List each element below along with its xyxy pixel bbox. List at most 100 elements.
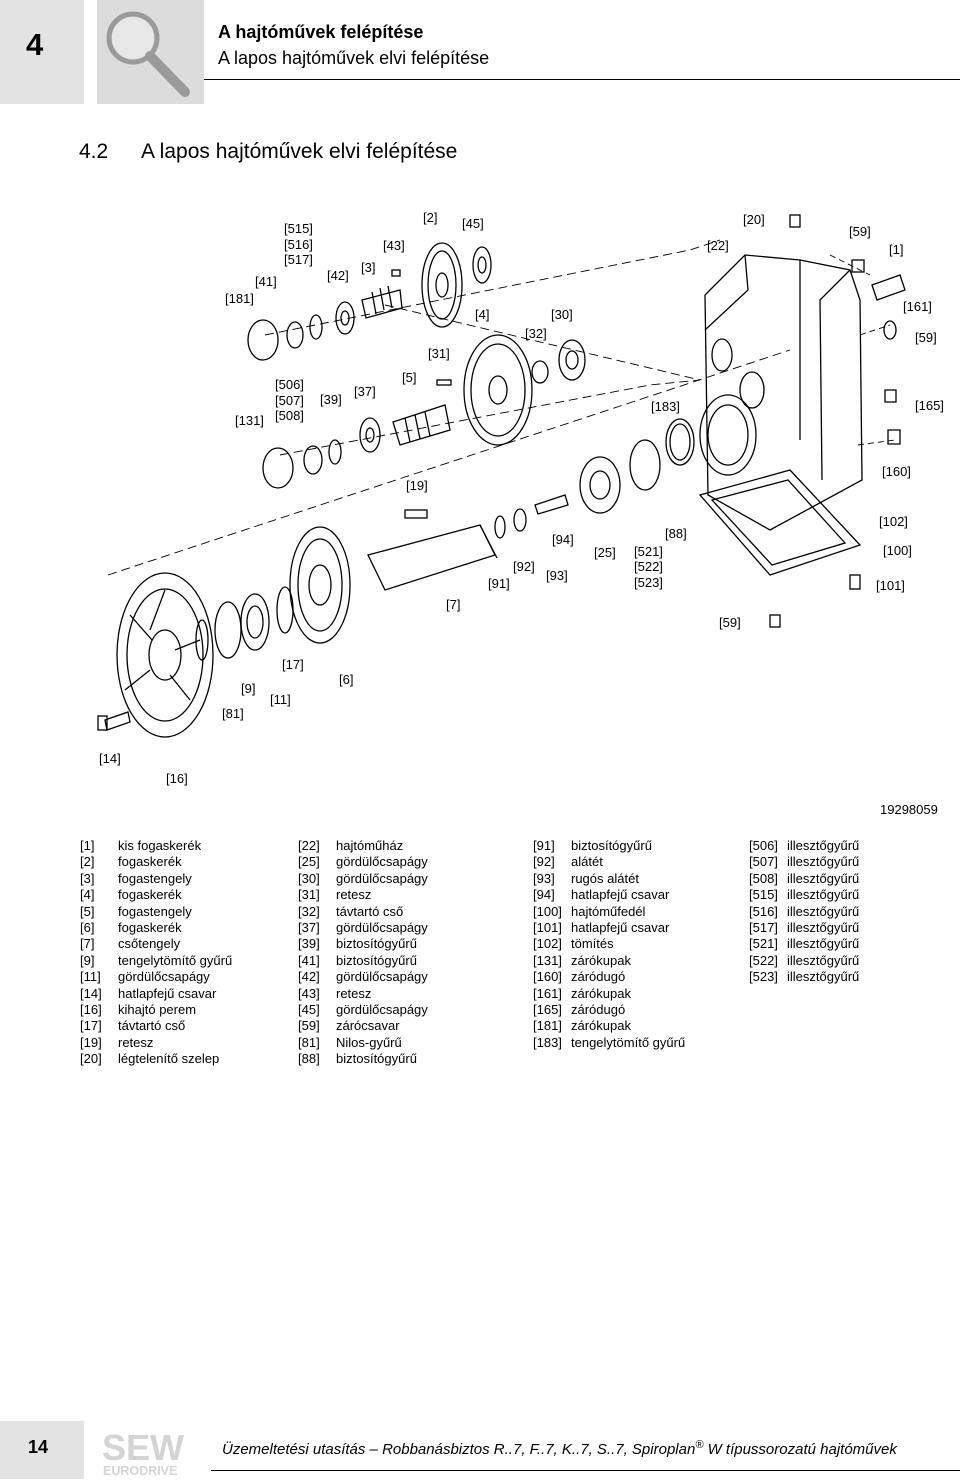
legend-text: kis fogaskerék xyxy=(118,838,202,853)
legend-row: [94]hatlapfejű csavar xyxy=(533,887,685,903)
legend-code: [507] xyxy=(749,854,778,870)
legend-row: [508]illesztőgyűrű xyxy=(749,871,859,887)
legend-row: [37]gördülőcsapágy xyxy=(298,920,428,936)
legend-column-1: [1] kis fogaskerék [2] fogaskerék [3] fogas… xyxy=(80,838,232,1067)
legend-code: [88] xyxy=(298,1051,320,1067)
callout-31: [31] xyxy=(428,346,450,361)
legend-code: [131] xyxy=(533,952,562,968)
legend-code: [20] xyxy=(80,1051,102,1067)
page-title: A hajtóművek felépítése xyxy=(218,22,424,42)
chapter-tab xyxy=(0,0,84,104)
legend-text: hajtóműház xyxy=(336,838,404,853)
legend-code: [161] xyxy=(533,985,562,1001)
callout-14: [14] xyxy=(99,751,121,766)
legend-code: [515] xyxy=(749,887,778,903)
legend-text: illesztőgyűrű xyxy=(787,838,860,853)
page-subtitle: A lapos hajtóművek elvi felépítése xyxy=(218,48,490,68)
legend-text: gördülőcsapágy xyxy=(336,919,428,935)
legend-row: [93]rugós alátét xyxy=(533,871,685,887)
legend-code: [516] xyxy=(749,903,778,919)
legend-text: záródugó xyxy=(571,1001,626,1017)
legend-text: biztosítógyűrű xyxy=(336,936,417,952)
legend-text: csőtengely xyxy=(118,936,181,952)
callout-41: [41] xyxy=(255,274,277,289)
legend-text: fogaskerék xyxy=(118,854,182,870)
legend-row: [39]biztosítógyűrű xyxy=(298,936,428,952)
legend-column-4: [506] illesztőgyűrű [507] illesztőgyűrű [5… xyxy=(749,838,859,986)
legend-text: gördülőcsapágy xyxy=(336,969,428,985)
callout-165: [165] xyxy=(915,398,944,413)
legend-text: hatlapfejű csavar xyxy=(571,887,670,903)
legend-code: [165] xyxy=(533,1001,562,1017)
legend-row: [20]légtelenítő szelep xyxy=(80,1051,232,1067)
legend-code: [3] xyxy=(80,870,95,886)
legend-code: [6] xyxy=(80,919,95,935)
callout-16: [16] xyxy=(166,771,188,786)
legend-code: [506] xyxy=(749,838,778,853)
sew-eurodrive-logo: SEW EURODRIVE xyxy=(100,1426,210,1479)
callout-42: [42] xyxy=(327,268,349,283)
legend-text: fogastengely xyxy=(118,870,192,886)
legend-row: [92]alátét xyxy=(533,854,685,870)
legend-column-2: [22]hajtóműház [25]gördülőcsapágy [30]gö… xyxy=(298,838,428,1067)
legend-text: tengelytömítő gyűrű xyxy=(118,952,233,968)
legend-row: [31]retesz xyxy=(298,887,428,903)
callout-81: [81] xyxy=(222,706,244,721)
legend-row: [3] fogastengely xyxy=(80,871,232,887)
legend-row: [43]retesz xyxy=(298,986,428,1002)
footer-text-main: Üzemeltetési utasítás – Robbanásbiztos R… xyxy=(222,1441,696,1458)
logo-sub-text: EURODRIVE xyxy=(103,1464,177,1478)
legend-text: hatlapfejű csavar xyxy=(118,985,217,1001)
legend-code: [183] xyxy=(533,1034,562,1050)
legend-text: illesztőgyűrű xyxy=(787,952,860,968)
legend-text: illesztőgyűrű xyxy=(787,854,860,870)
legend-code: [14] xyxy=(80,985,102,1001)
legend-text: illesztőgyűrű xyxy=(787,870,860,886)
legend-text: illesztőgyűrű xyxy=(787,887,860,903)
legend-code: [45] xyxy=(298,1001,320,1017)
callout-19: [19] xyxy=(406,478,428,493)
legend-code: [101] xyxy=(533,919,562,935)
callout-506: [506] xyxy=(275,377,304,392)
magnifier-icon xyxy=(97,0,204,104)
legend-row: [88]biztosítógyűrű xyxy=(298,1051,428,1067)
legend-text: tömítés xyxy=(571,936,614,952)
callout-45: [45] xyxy=(462,216,484,231)
legend-text: illesztőgyűrű xyxy=(787,936,860,952)
legend-row: [516]illesztőgyűrű xyxy=(749,904,859,920)
legend-text: alátét xyxy=(571,854,603,870)
legend-row: [100]hajtóműfedél xyxy=(533,904,685,920)
legend-code: [11] xyxy=(80,969,101,985)
legend-row: [523]illesztőgyűrű xyxy=(749,969,859,985)
legend-row: [160]záródugó xyxy=(533,969,685,985)
header-divider xyxy=(204,79,960,80)
legend-code: [2] xyxy=(80,854,95,870)
legend-code: [22] xyxy=(298,838,320,853)
callout-6: [6] xyxy=(339,672,353,687)
callout-88: [88] xyxy=(665,526,687,541)
legend-text: zárókupak xyxy=(571,952,631,968)
callout-92: [92] xyxy=(513,559,535,574)
callout-11: [11] xyxy=(270,692,291,707)
legend-text: Nilos-gyűrű xyxy=(336,1034,402,1050)
callout-93: [93] xyxy=(546,568,568,583)
legend-row: [522]illesztőgyűrű xyxy=(749,953,859,969)
legend-row: [507] illesztőgyűrű xyxy=(749,854,859,870)
legend-text: illesztőgyűrű xyxy=(787,919,860,935)
legend-text: biztosítógyűrű xyxy=(571,838,652,853)
legend-code: [1] xyxy=(80,838,95,853)
callout-102: [102] xyxy=(879,514,908,529)
legend-row: [6]fogaskerék xyxy=(80,920,232,936)
callout-94: [94] xyxy=(552,532,574,547)
callout-523: [523] xyxy=(634,575,663,590)
callout-515: [515] xyxy=(284,221,313,236)
legend-code: [41] xyxy=(298,952,320,968)
legend-code: [31] xyxy=(298,887,320,903)
callout-100: [100] xyxy=(883,543,912,558)
callout-161: [161] xyxy=(903,299,932,314)
legend-code: [59] xyxy=(298,1018,320,1034)
legend-row: [9]tengelytömítő gyűrű xyxy=(80,953,232,969)
callout-183: [183] xyxy=(651,399,680,414)
legend-row: [32]távtartó cső xyxy=(298,904,428,920)
